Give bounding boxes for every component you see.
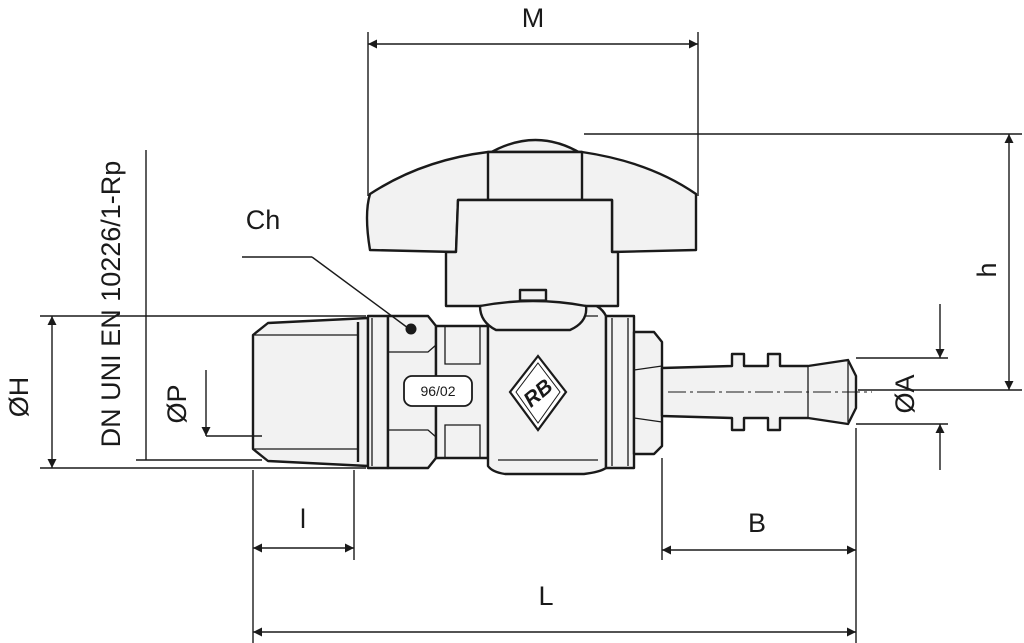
dimension-M: M <box>367 3 699 196</box>
rb-logo: RB <box>508 354 568 432</box>
label-Ch: Ch <box>246 205 281 235</box>
label-standard: DN UNI EN 10226/1-Rp <box>96 161 126 448</box>
label-L: L <box>538 581 553 611</box>
dimension-h: h <box>584 133 1022 391</box>
label-diameter-H: ØH <box>4 377 34 418</box>
thread-standard: DN UNI EN 10226/1-Rp <box>96 150 147 460</box>
dimension-l: l <box>252 470 355 560</box>
hex-collar-right <box>604 314 636 470</box>
label-M: M <box>522 3 545 33</box>
label-B: B <box>748 508 766 538</box>
hex-right <box>632 330 664 456</box>
handle-wings <box>365 150 698 254</box>
butterfly-handle <box>365 138 698 332</box>
threaded-end <box>251 316 370 468</box>
marking-badge <box>403 375 473 407</box>
valve-body: 96/02 RB <box>251 300 872 476</box>
label-diameter-P: ØP <box>162 384 192 423</box>
dimension-B: B <box>661 428 857 643</box>
label-h: h <box>972 262 1002 277</box>
nut-dot <box>405 323 417 335</box>
dimension-diameter-A: ØA <box>856 304 948 470</box>
marking-badge-text: 96/02 <box>420 383 455 399</box>
label-l: l <box>300 504 306 534</box>
hex-collar-left <box>366 314 390 470</box>
handle-center <box>486 150 584 202</box>
dimension-L: L <box>252 560 856 643</box>
label-diameter-A: ØA <box>890 374 920 413</box>
leader-Ch: Ch <box>242 205 409 329</box>
handle-stem <box>444 198 620 308</box>
dimension-diameter-H: ØH <box>4 315 366 469</box>
dimension-diameter-P: ØP <box>136 370 262 461</box>
